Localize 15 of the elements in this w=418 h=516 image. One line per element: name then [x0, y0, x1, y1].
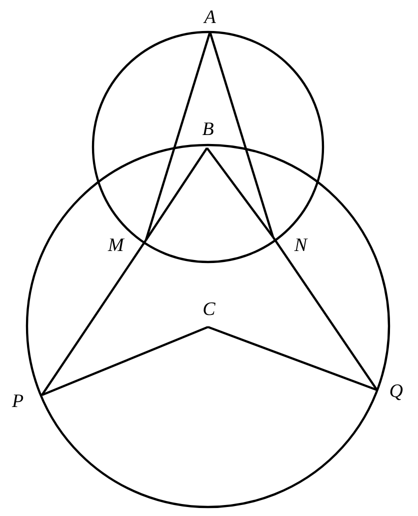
line-segment	[144, 32, 212, 240]
line-segment	[206, 147, 274, 238]
point-label: A	[202, 8, 217, 28]
line-segment	[208, 32, 274, 238]
point-label: Q	[388, 382, 403, 402]
point-label: P	[12, 392, 25, 412]
line-segment	[208, 326, 378, 392]
line-segment	[41, 239, 147, 396]
line-segment	[272, 236, 378, 391]
line-segment	[42, 326, 208, 396]
point-label: M	[108, 236, 126, 256]
point-label: N	[293, 236, 307, 256]
line-segment	[145, 147, 208, 241]
point-label: B	[201, 120, 215, 140]
point-label: C	[202, 300, 216, 320]
